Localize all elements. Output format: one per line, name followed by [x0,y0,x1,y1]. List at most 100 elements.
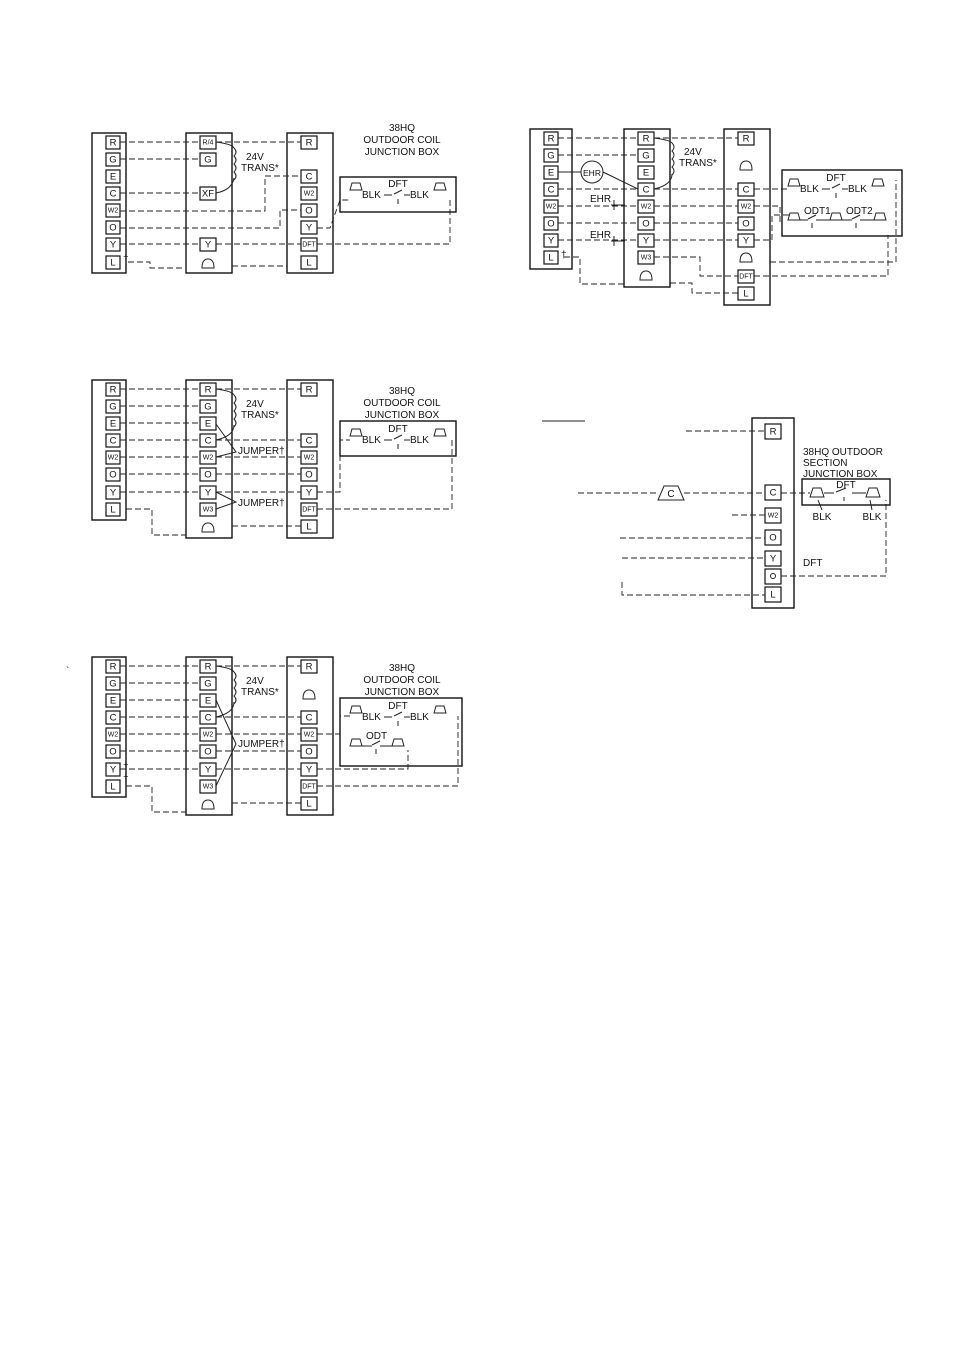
terminal-label: E [110,172,116,183]
terminal-label: Y [205,240,212,251]
ground-symbol [739,160,753,171]
indoor-strip [623,128,671,288]
terminal [300,796,318,811]
wires [120,141,451,269]
footnote-mark: † [123,774,129,785]
wire-segment [621,582,765,596]
transformer-label: TRANS* [241,687,279,698]
terminal-label: O [305,747,312,758]
terminal-label: L [110,505,115,516]
terminal-label: Y [205,488,212,499]
terminal [637,182,655,197]
terminal-label: R [743,134,750,145]
blk-label: BLK [863,512,882,523]
ground-symbol [639,270,653,281]
terminal [105,203,121,218]
ground-symbol [201,799,215,810]
blk-label: BLK [362,190,381,201]
junction-box [801,478,891,506]
footnote-mark: † [123,762,129,773]
terminal [637,199,655,214]
terminal [199,450,217,465]
unit-terminals: R C W2 O Y DFT L [300,659,318,811]
blk-label: BLK [362,712,381,723]
dft-terminal-dot [770,573,776,579]
transformer-label: 24V [246,676,264,687]
dft-switch [384,189,410,204]
terminal [300,382,318,397]
c-plug [657,485,685,501]
terminal-label: L [743,289,748,300]
wires [120,665,459,813]
dft-label: DFT [826,173,845,184]
wires [578,430,887,596]
terminal-label: L [306,522,311,533]
terminal [764,484,782,501]
box-title: 38HQ OUTDOOR [803,447,883,458]
terminal-label: Y [306,765,313,776]
terminal-label: E [205,419,211,430]
terminal [764,529,782,546]
wire-segment [317,200,451,245]
odt-switches [787,212,887,228]
ground-symbol [201,522,215,533]
dft-switch [384,434,410,449]
terminal [764,423,782,440]
terminal-label: W2 [108,455,119,462]
terminal [105,502,121,517]
terminal-label: O [769,533,776,544]
blk-label: BLK [410,712,429,723]
terminal [300,467,318,482]
terminal [637,165,655,180]
dft-switch [384,711,410,726]
terminal-label: W2 [304,191,315,198]
blk-label: BLK [410,190,429,201]
junction-box [339,697,463,767]
terminal [300,433,318,448]
terminal-label: R [110,138,117,149]
terminal-label: DFT [302,784,316,791]
terminal-label: O [305,470,312,481]
terminal-label: W2 [546,204,557,211]
terminal-label: C [306,436,313,447]
terminal [105,255,121,270]
terminal-label: R [548,134,555,145]
terminal-label: L [548,253,553,264]
jumper-label: JUMPER† [238,446,285,457]
terminal [105,727,121,742]
wire-segment [317,750,409,770]
terminal [737,269,755,284]
box-title: JUNCTION BOX [803,469,878,480]
dft-label: DFT [388,701,407,712]
transformer-label: TRANS* [241,410,279,421]
terminal-label: Y [205,765,212,776]
terminal-label: C [743,185,750,196]
terminal [105,710,121,725]
wire-segment [754,214,790,241]
terminal-label: W3 [203,507,214,514]
quick-connects [349,705,447,714]
terminal [543,131,559,146]
odt2-label: ODT2 [846,206,873,217]
unit-terminals: R C W2 O Y DFT L [300,382,318,534]
wire-segment [120,175,301,212]
terminal-label: L [306,799,311,810]
indoor-terminals: R G E C W2 O Y W3 [199,382,217,533]
ground-symbol [302,689,316,700]
transformer-leads [653,137,673,190]
terminal-label: C [205,713,212,724]
terminal-label: C [643,185,650,196]
terminal-label: R/4 [203,140,214,147]
terminal [300,237,318,252]
terminal-label: C [306,713,313,724]
terminal-label: Y [770,554,777,565]
terminal-label: Y [306,223,313,234]
terminal-label: C [110,713,117,724]
terminal-label: Y [643,236,650,247]
terminal-label: G [109,679,116,690]
terminal-label: R [306,385,313,396]
terminal-label: R [306,138,313,149]
unit-terminals: R C W2 O Y DFT L [300,135,318,270]
terminal-label: W2 [641,204,652,211]
unit-strip [723,128,771,306]
